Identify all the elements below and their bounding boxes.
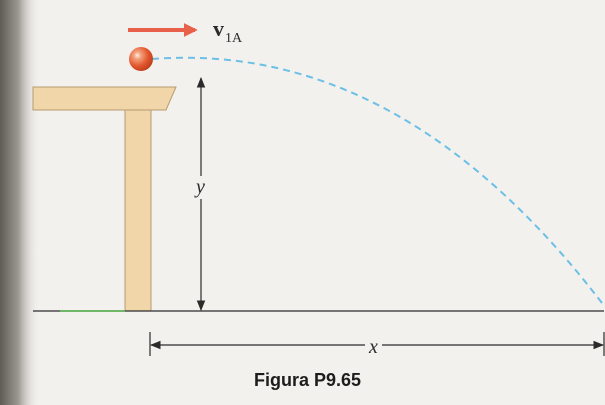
ball — [129, 47, 153, 71]
distance-label: x — [365, 336, 382, 359]
velocity-symbol: v — [213, 16, 224, 41]
velocity-subscript: 1A — [225, 31, 243, 46]
velocity-label: v1A — [213, 16, 242, 46]
page-gutter-shadow — [0, 0, 40, 405]
table-top — [32, 86, 177, 111]
trajectory-path — [151, 56, 603, 304]
figure-caption: Figura P9.65 — [254, 370, 362, 390]
height-label: y — [194, 176, 207, 199]
table-leg — [124, 109, 152, 312]
